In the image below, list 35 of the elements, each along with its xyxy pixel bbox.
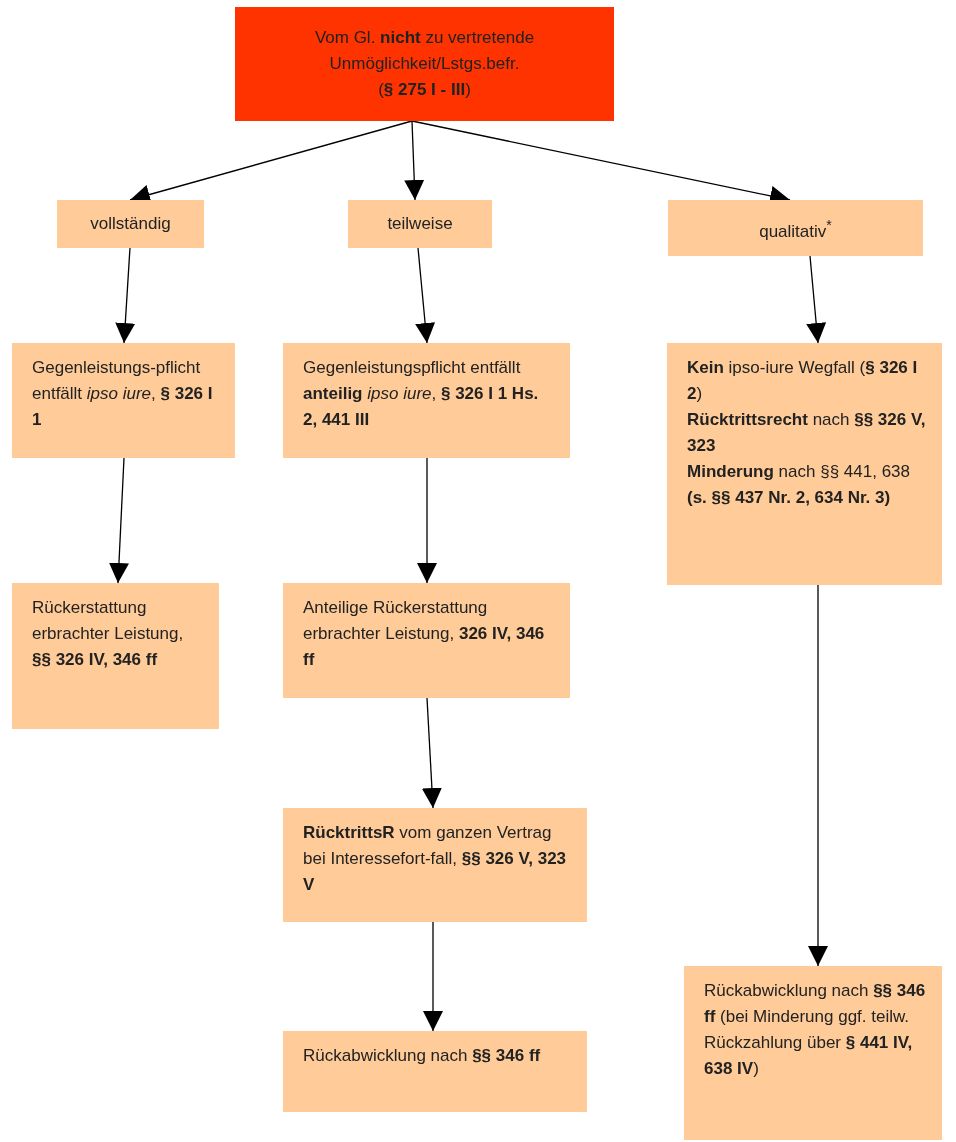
box-text: Gegenleistungs-pflicht entfällt ipso iure, § 326 I 1 [32, 357, 214, 431]
arrow [108, 457, 129, 584]
box-text: Rückabwicklung nach §§ 346 ff [303, 1045, 542, 1067]
process-box [12, 583, 219, 729]
process-box [283, 583, 570, 698]
process-box [57, 200, 204, 248]
box-text: Rückabwicklung nach §§ 346 ff (bei Minderung ggf. teilw. Rückzahlung über § 441 IV, 638 IV) [704, 980, 927, 1080]
arrow [415, 247, 436, 344]
arrow [115, 247, 136, 344]
arrow [806, 255, 827, 344]
process-box [348, 200, 492, 248]
box-text: Kein ipso-iure Wegfall (§ 326 I 2) [687, 357, 919, 405]
arrow [421, 697, 442, 809]
box-text: Minderung nach §§ 441, 638 (s. §§ 437 Nr. 2, 634 Nr. 3) [687, 461, 911, 509]
process-box [684, 966, 942, 1140]
box-text: Vom Gl. nicht zu vertretende Unmöglichkeit/Lstgs.befr. [313, 27, 536, 75]
title-box [235, 7, 614, 121]
process-box [283, 343, 570, 458]
box-text: RücktrittsR vom ganzen Vertrag bei Interessefort-fall, §§ 326 V, 323 V [303, 822, 568, 896]
process-box [12, 343, 235, 458]
box-text: Rückerstattung erbrachter Leistung, §§ 326 IV, 346 ff [32, 597, 185, 671]
box-text: vollständig [90, 213, 171, 235]
process-box [667, 343, 942, 585]
process-box [283, 1031, 587, 1112]
box-text: Anteilige Rückerstattung erbrachter Leistung, 326 IV, 346 ff [303, 597, 546, 671]
box-text: Gegenleistungspflicht entfällt anteilig ipso iure, § 326 I 1 Hs. 2, 441 III [303, 357, 540, 431]
arrow [417, 457, 437, 584]
box-text: (§ 275 I - III) [378, 79, 471, 101]
arrow [808, 584, 828, 967]
arrow [423, 921, 443, 1032]
process-box [668, 200, 923, 256]
arrow [404, 120, 425, 201]
box-text: qualitativ$^{*}$ [759, 215, 832, 243]
box-text: teilweise [387, 213, 453, 235]
process-box [283, 808, 587, 922]
